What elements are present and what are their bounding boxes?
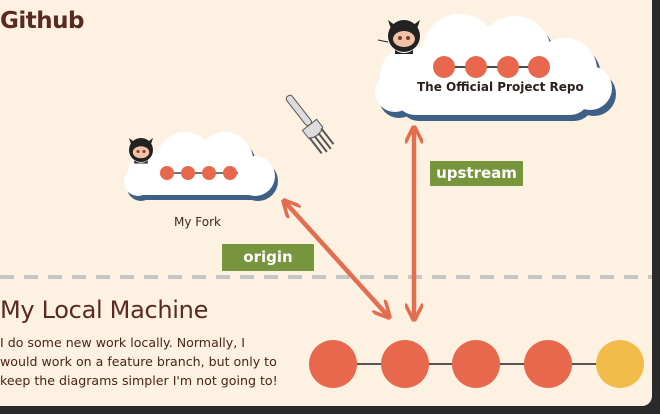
- diagram-graphics: [0, 14, 652, 388]
- local-commit-3: [452, 340, 500, 388]
- official-commit-4: [528, 56, 550, 78]
- local-commits: [309, 340, 644, 388]
- description-text: I do some new work locally. Normally, I …: [0, 333, 280, 390]
- official-commits: [433, 56, 550, 78]
- fork-commit-1: [160, 166, 174, 180]
- fork-commit-3: [202, 166, 216, 180]
- official-commit-1: [433, 56, 455, 78]
- description-line-1: I do some new work locally. Normally, I: [0, 335, 245, 350]
- official-repo-cloud: [375, 14, 616, 121]
- github-heading: Github: [0, 8, 84, 34]
- local-machine-heading: My Local Machine: [0, 296, 209, 324]
- origin-tag: origin: [222, 244, 314, 271]
- octocat-icon: [129, 138, 153, 164]
- fork-utensil-icon: [285, 94, 335, 155]
- local-commit-4: [524, 340, 572, 388]
- local-commit-2: [381, 340, 429, 388]
- official-commit-3: [497, 56, 519, 78]
- diagram-canvas: Github The Official Project Repo My Fork…: [0, 0, 652, 406]
- official-repo-label: The Official Project Repo: [417, 80, 584, 94]
- official-commit-2: [465, 56, 487, 78]
- octocat-icon: [377, 20, 420, 54]
- upstream-tag: upstream: [430, 161, 523, 186]
- fork-commit-2: [181, 166, 195, 180]
- description-line-3: keep the diagrams simpler I'm not going …: [0, 373, 278, 388]
- origin-arrow: [285, 202, 388, 316]
- fork-label: My Fork: [174, 215, 221, 229]
- fork-commits: [160, 166, 237, 180]
- description-line-2: would work on a feature branch, but only…: [0, 354, 277, 369]
- local-commit-1: [309, 340, 357, 388]
- local-new-commit: [596, 340, 644, 388]
- fork-commit-4: [223, 166, 237, 180]
